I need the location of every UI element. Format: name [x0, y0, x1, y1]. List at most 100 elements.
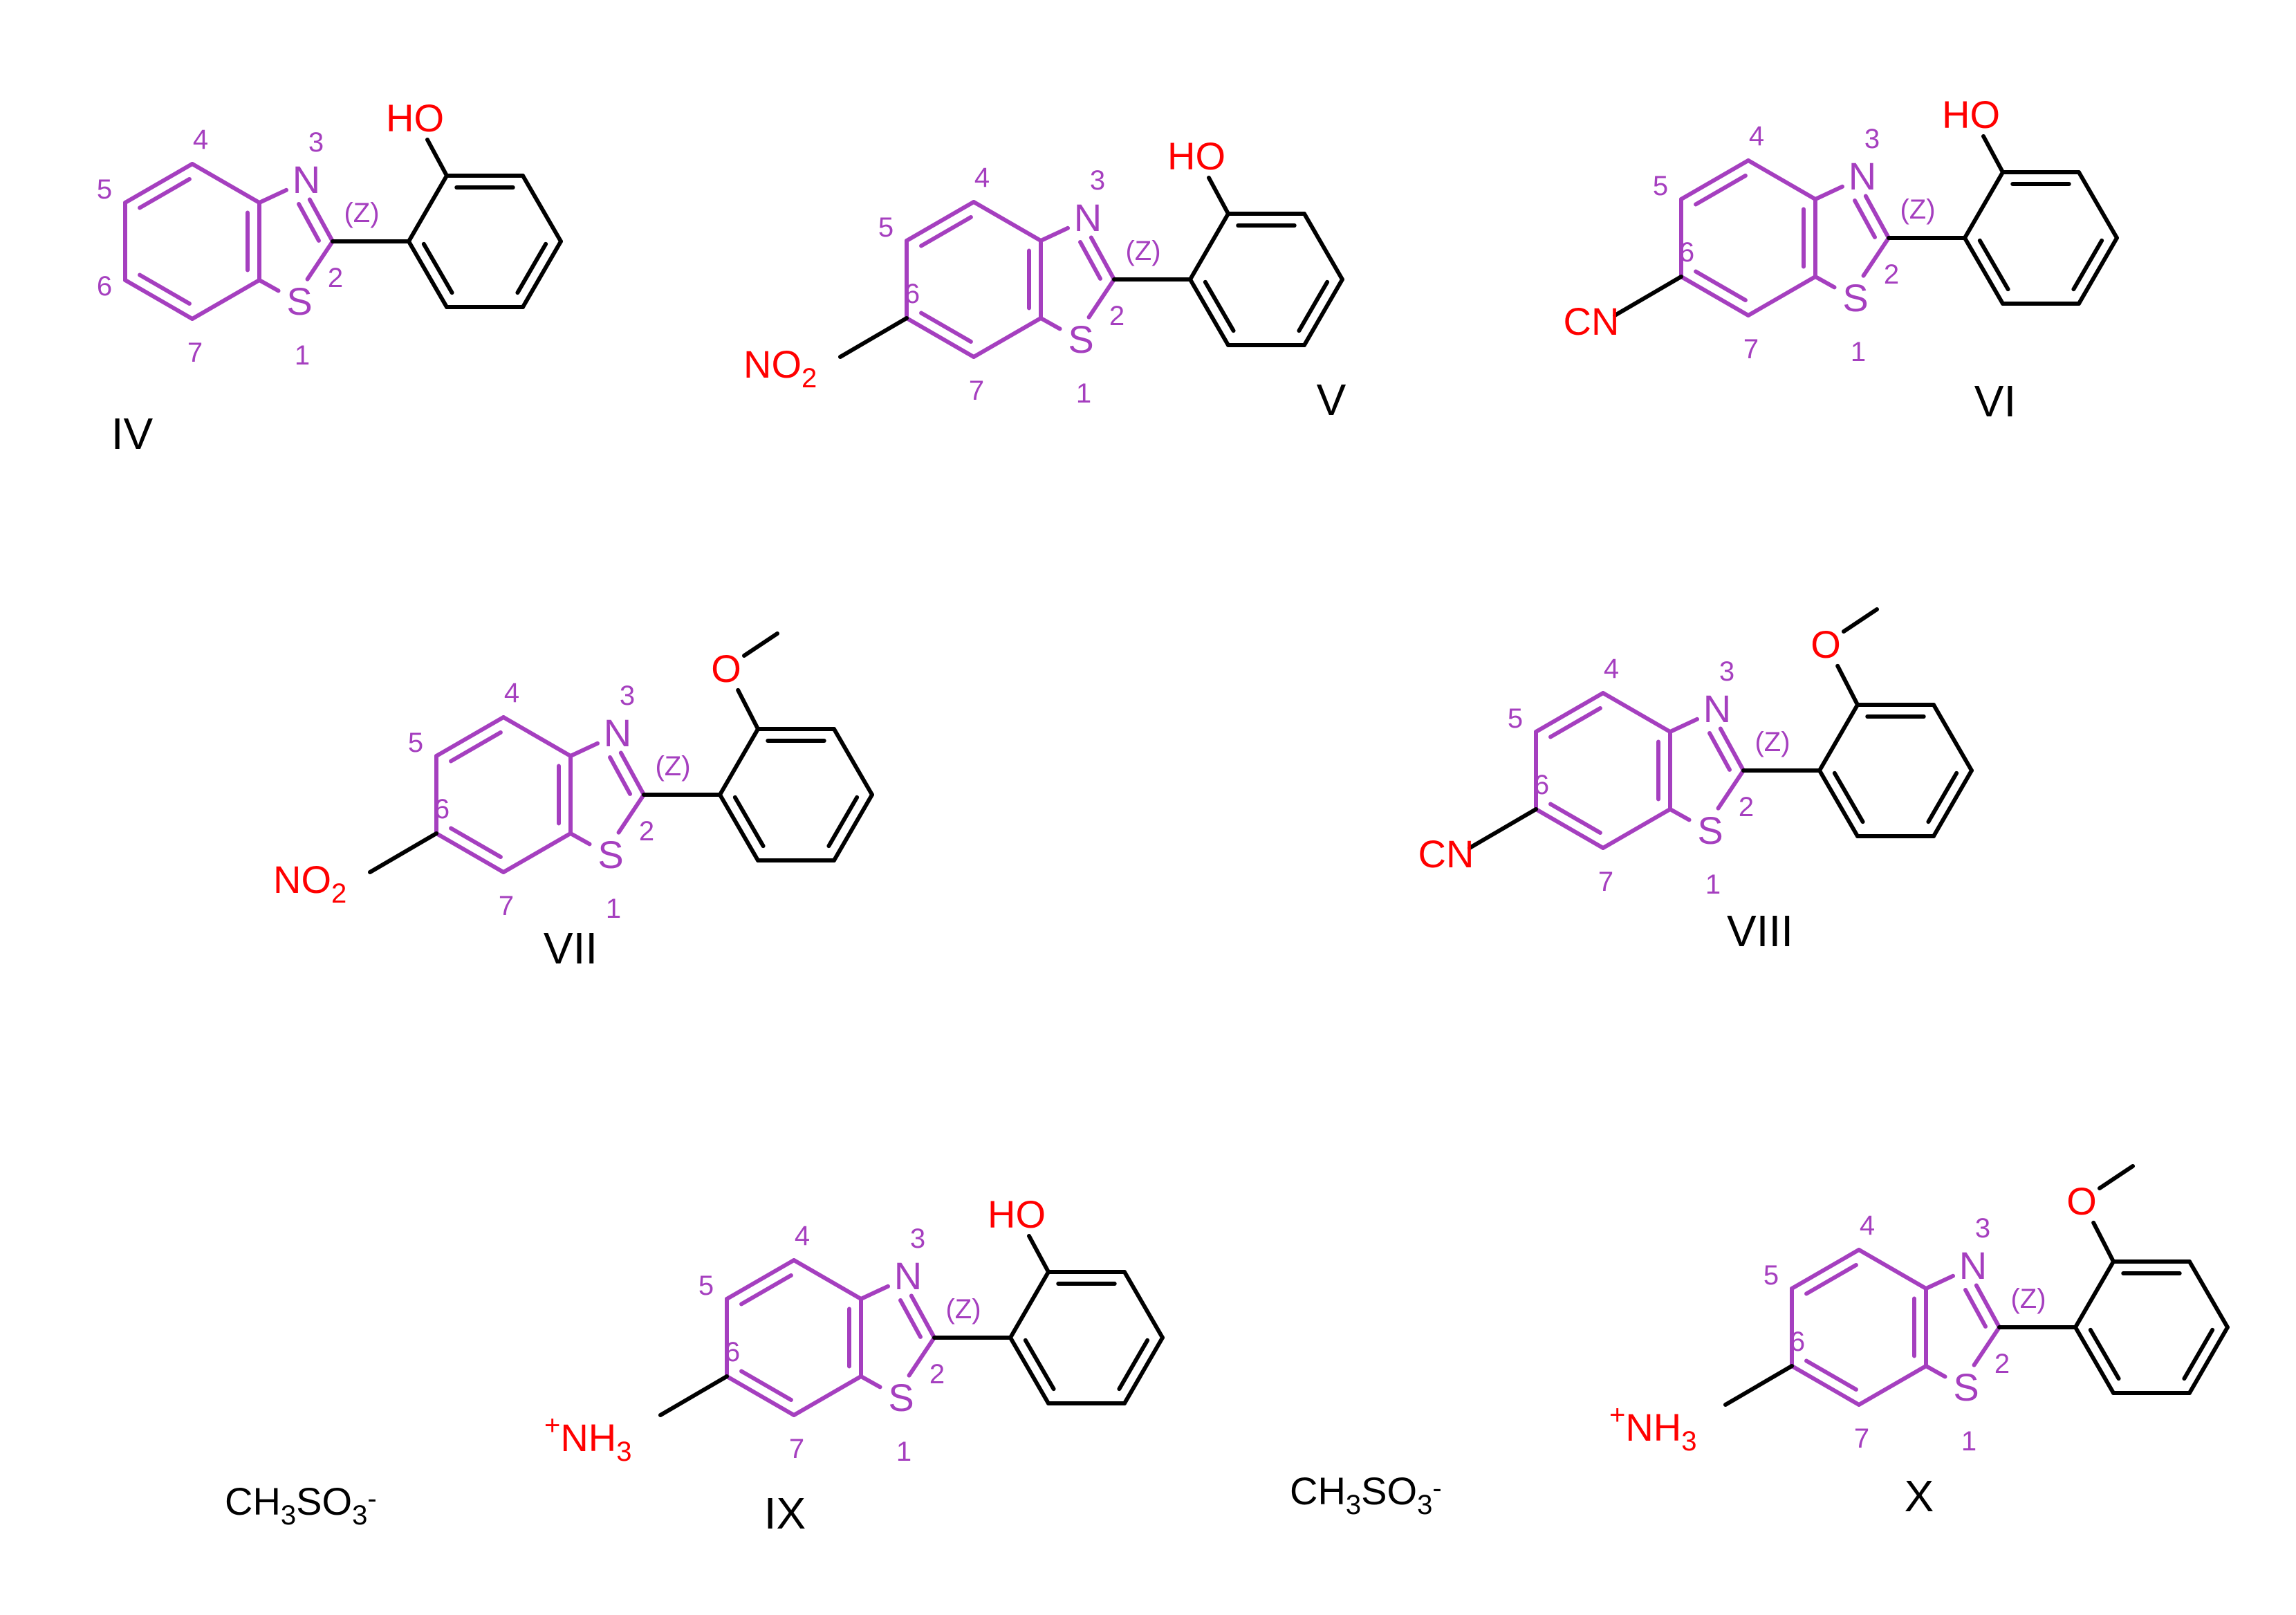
double-bond-inner	[1707, 731, 1732, 772]
locant-4: 4	[1860, 1210, 1875, 1241]
locant-7: 7	[1854, 1423, 1869, 1454]
substituent-bond	[838, 316, 909, 359]
locant-5: 5	[1763, 1260, 1779, 1291]
locant-3: 3	[1864, 124, 1880, 154]
sulfur-atom: S	[286, 279, 312, 323]
locant-6: 6	[1534, 770, 1549, 800]
locant-7: 7	[969, 376, 984, 406]
stereo-descriptor: (Z)	[655, 751, 690, 782]
locant-3: 3	[1090, 165, 1105, 196]
sulfur-atom: S	[598, 833, 623, 876]
methyl-bond	[1842, 607, 1879, 634]
bond	[2077, 170, 2119, 240]
double-bond-inner	[1203, 279, 1236, 333]
locant-5: 5	[698, 1271, 714, 1301]
bond	[618, 750, 646, 797]
stereo-descriptor: (Z)	[1125, 236, 1160, 266]
locant-5: 5	[878, 212, 894, 243]
bond	[1863, 194, 1891, 240]
bond	[909, 1293, 936, 1340]
bond	[832, 727, 874, 797]
compound-label: X	[1905, 1471, 1934, 1521]
double-bond-inner	[1548, 706, 1602, 739]
compound-label: VIII	[1727, 906, 1793, 956]
locant-4: 4	[1604, 654, 1619, 684]
locant-1: 1	[606, 894, 621, 924]
double-bond-inner	[297, 202, 322, 243]
bond	[1861, 236, 1891, 278]
hydroxyl-group: HO	[988, 1192, 1046, 1236]
bond	[2091, 1220, 2116, 1264]
bond	[1835, 663, 1860, 707]
bond	[1746, 275, 1817, 317]
bond	[1039, 316, 1062, 331]
hydroxyl-group: HO	[1942, 93, 2000, 136]
locant-1: 1	[1705, 869, 1721, 900]
bond	[792, 1258, 863, 1301]
sulfur-atom: S	[888, 1376, 914, 1419]
double-bond-inner	[1853, 199, 1878, 239]
bond	[425, 138, 449, 178]
locant-7: 7	[1743, 334, 1759, 364]
double-bond-inner	[1078, 240, 1103, 281]
bond	[905, 316, 976, 359]
bond	[972, 200, 1043, 243]
bond	[2187, 1325, 2230, 1395]
bond	[1817, 768, 1860, 838]
bond	[190, 278, 261, 321]
nitrogen-atom: N	[1703, 687, 1731, 730]
double-bond-inner	[449, 730, 503, 764]
compound-label: V	[1317, 375, 1346, 425]
bond	[123, 162, 194, 205]
double-bond-inner	[2088, 1327, 2121, 1381]
locant-3: 3	[1719, 656, 1734, 687]
locant-6: 6	[905, 279, 920, 309]
bond	[1981, 134, 2005, 174]
mesylate-counterion: CH3SO3-	[1290, 1469, 1442, 1520]
locant-3: 3	[1975, 1213, 1990, 1244]
ammonium-group: +NH3	[544, 1410, 632, 1467]
bond	[1974, 1283, 2001, 1329]
bond	[832, 793, 874, 862]
bond	[1813, 275, 1837, 290]
double-bond-inner	[421, 241, 454, 295]
bond	[1857, 1364, 1928, 1407]
locant-5: 5	[1508, 703, 1523, 734]
sulfur-atom: S	[1068, 317, 1093, 361]
bond	[1716, 768, 1746, 811]
bond	[1086, 277, 1116, 320]
stereo-descriptor: (Z)	[1755, 727, 1790, 757]
bond	[1813, 184, 1844, 201]
locant-4: 4	[795, 1221, 810, 1251]
bond	[616, 793, 646, 835]
double-bond-inner	[919, 215, 973, 248]
nitrogen-atom: N	[1074, 196, 1102, 239]
locant-4: 4	[504, 678, 519, 708]
bond	[725, 1258, 796, 1301]
bond	[501, 715, 573, 758]
locant-2: 2	[929, 1359, 945, 1390]
double-bond-inner	[1804, 1263, 1858, 1296]
bond	[1746, 158, 1817, 201]
bond	[1302, 277, 1344, 347]
nitro-group: NO2	[743, 342, 817, 394]
methyl-bond	[2098, 1164, 2135, 1190]
bond	[501, 831, 573, 874]
double-bond-inner	[1926, 770, 1959, 824]
substituent-bond	[658, 1374, 729, 1417]
double-bond-inner	[739, 1369, 793, 1402]
bond	[2073, 1259, 2116, 1329]
bond	[190, 162, 261, 205]
locant-7: 7	[499, 891, 514, 921]
locant-7: 7	[789, 1434, 804, 1464]
sulfur-atom: S	[1953, 1365, 1979, 1409]
double-bond-inner	[739, 1273, 793, 1307]
bond	[1790, 1364, 1861, 1407]
double-bond-inner	[1977, 238, 2010, 292]
bond	[1188, 277, 1230, 347]
locant-6: 6	[434, 794, 450, 824]
bond	[792, 1374, 863, 1417]
locant-2: 2	[328, 263, 343, 293]
